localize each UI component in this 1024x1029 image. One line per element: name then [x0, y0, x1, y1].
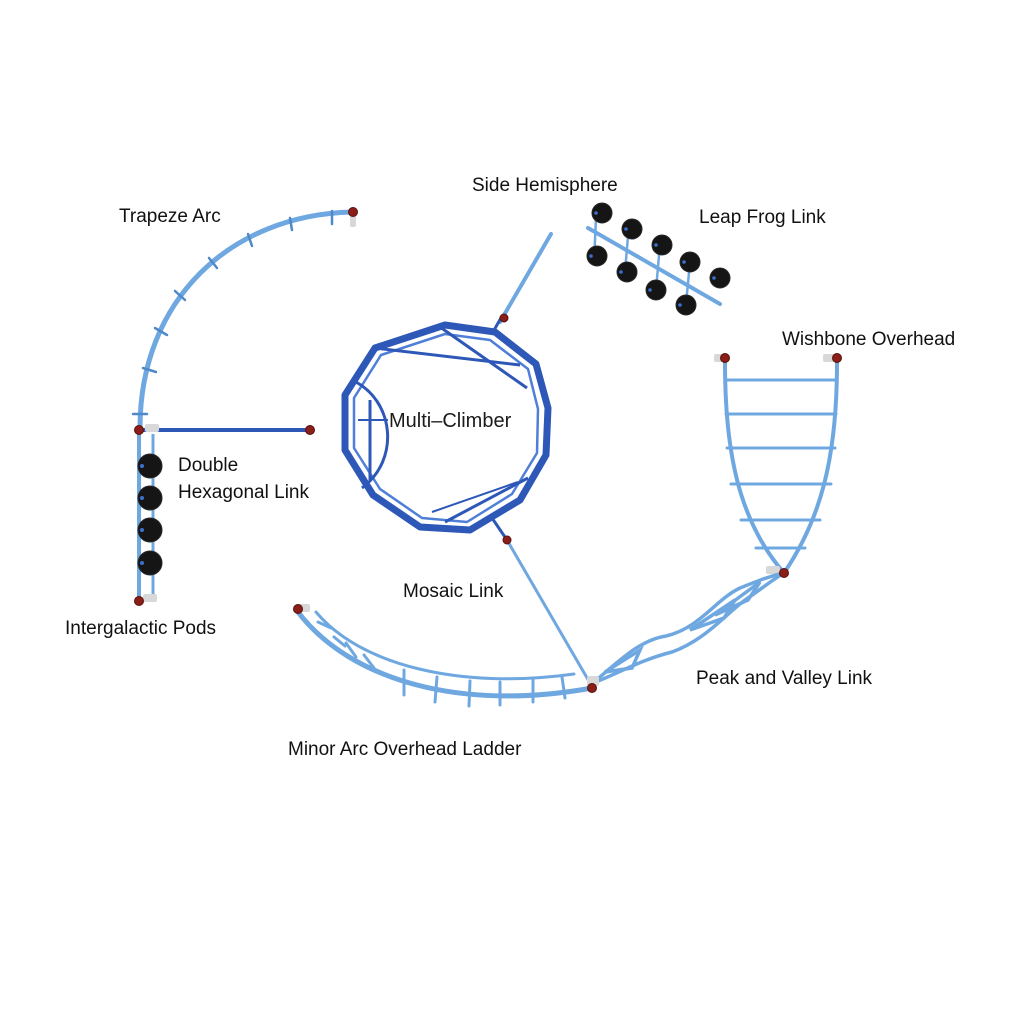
- label-intergalactic-pods: Intergalactic Pods: [65, 618, 217, 639]
- label-double-hexagonal-link-line1: Double: [178, 455, 239, 476]
- pod: [137, 550, 163, 576]
- trapeze-arc: [131, 209, 355, 431]
- label-leap-frog-link: Leap Frog Link: [699, 207, 826, 228]
- label-multi-climber: Multi–Climber: [389, 410, 512, 432]
- leap-frog-pod: [651, 234, 673, 256]
- leap-frog-pod: [616, 261, 638, 283]
- leap-frog-pod: [645, 279, 667, 301]
- double-hexagonal-link-bar: [140, 425, 315, 435]
- label-mosaic-link: Mosaic Link: [403, 581, 504, 602]
- label-minor-arc-overhead-ladder: Minor Arc Overhead Ladder: [288, 739, 522, 760]
- label-wishbone-overhead: Wishbone Overhead: [782, 329, 956, 350]
- mosaic-link: [490, 517, 592, 684]
- leap-frog-pod: [709, 267, 731, 289]
- multi-climber: [341, 321, 552, 534]
- pod: [137, 485, 163, 511]
- pod: [137, 453, 163, 479]
- label-peak-and-valley-link: Peak and Valley Link: [696, 668, 873, 689]
- peak-and-valley-link: [591, 568, 789, 685]
- pod: [137, 517, 163, 543]
- trapeze-arc-end-post: [348, 207, 358, 227]
- leap-frog-pod: [621, 218, 643, 240]
- label-side-hemisphere: Side Hemisphere: [472, 175, 618, 196]
- leap-frog-pod: [679, 251, 701, 273]
- wishbone-overhead: [714, 353, 842, 575]
- side-hemisphere: [491, 232, 553, 333]
- intergalactic-pods: [134, 424, 163, 606]
- leap-frog-link: [586, 202, 731, 316]
- leap-frog-pod: [586, 245, 608, 267]
- label-trapeze-arc: Trapeze Arc: [119, 206, 221, 227]
- leap-frog-pod: [675, 294, 697, 316]
- leap-frog-pod: [591, 202, 613, 224]
- minor-arc-overhead-ladder: [293, 604, 599, 708]
- label-double-hexagonal-link-line2: Hexagonal Link: [178, 482, 309, 503]
